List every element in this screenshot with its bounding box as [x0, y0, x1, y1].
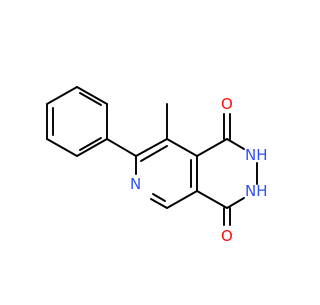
- bond: [166, 190, 198, 209]
- bond: [46, 86, 78, 105]
- bond: [46, 138, 78, 157]
- bond: [150, 198, 168, 209]
- double-bond-inner: [152, 193, 166, 202]
- double-bond-inner: [79, 92, 102, 106]
- bond: [196, 190, 228, 209]
- bond: [76, 86, 108, 105]
- bond: [196, 138, 228, 157]
- phenyl-ring: [46, 86, 108, 157]
- molecule-structure: N NH NH O O: [46, 86, 268, 245]
- double-bond-inner: [79, 137, 102, 151]
- atom-label-o-top: O: [221, 95, 233, 113]
- atom-label-n-ring: N: [130, 175, 141, 193]
- bond: [226, 138, 245, 150]
- bond: [166, 138, 198, 157]
- atom-label-nh-top: NH: [245, 146, 268, 164]
- bond-phenyl-link: [106, 138, 137, 157]
- bond: [226, 197, 245, 209]
- atom-label-nh-bottom: NH: [245, 182, 268, 200]
- double-bond-inner: [140, 145, 168, 162]
- bond: [135, 138, 168, 157]
- pyridine-ring: [135, 138, 198, 209]
- atom-label-o-bottom: O: [221, 227, 233, 245]
- pyridazinedione-ring: [196, 138, 258, 209]
- structure-canvas: N NH NH O O: [46, 86, 268, 245]
- bond: [76, 138, 108, 157]
